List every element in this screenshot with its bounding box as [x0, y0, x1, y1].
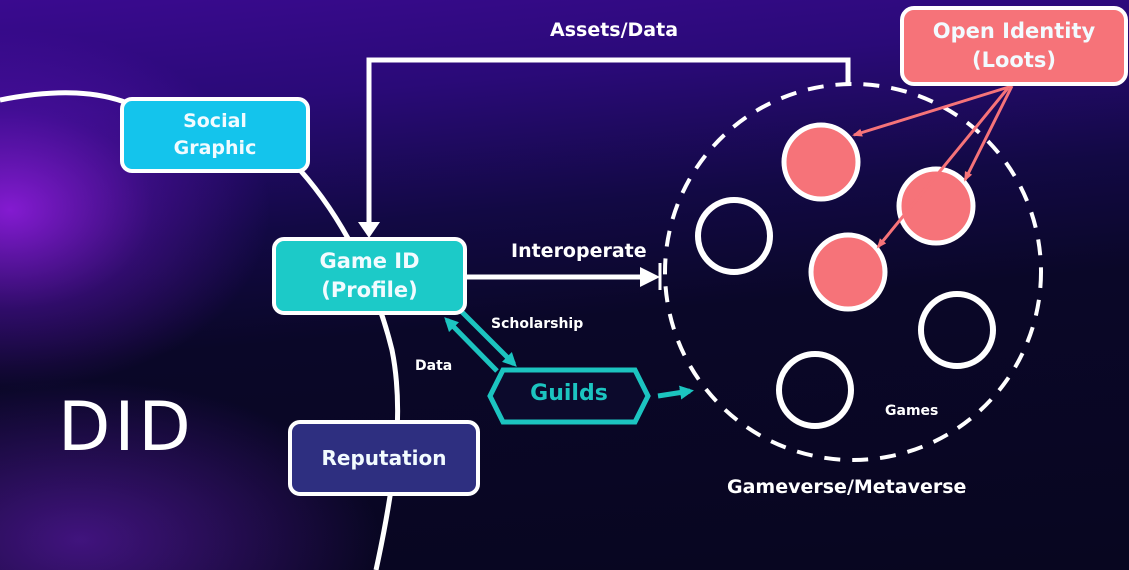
scholarship-arrow [460, 310, 517, 367]
data-arrow [444, 317, 499, 373]
game-id-line1: Game ID [319, 249, 420, 273]
interoperate-arrowhead [640, 267, 660, 287]
game-id-node: Game ID (Profile) [272, 237, 467, 315]
games-label: Games [885, 403, 939, 419]
assets-data-arrowhead [358, 222, 380, 238]
social-graphic-line2: Graphic [173, 137, 257, 159]
game-circle-pink-1 [781, 122, 861, 202]
social-graphic-line1: Social [183, 110, 247, 132]
gameverse-label: Gameverse/Metaverse [727, 476, 967, 498]
guilds-to-gameverse-arrow [657, 385, 694, 400]
open-identity-line1: Open Identity [932, 19, 1096, 43]
assets-data-label: Assets/Data [550, 19, 679, 41]
game-id-line2: (Profile) [321, 278, 418, 302]
gameverse-circle [663, 82, 1043, 462]
open-identity-line2: (Loots) [972, 48, 1056, 72]
guilds-label: Guilds [530, 381, 608, 406]
loot-arrow-1 [852, 84, 1013, 137]
interoperate-label: Interoperate [511, 240, 647, 262]
reputation-node: Reputation [288, 420, 480, 496]
open-identity-node: Open Identity (Loots) [900, 6, 1128, 86]
loot-arrow-2 [963, 85, 1014, 182]
game-circle-3 [776, 351, 854, 429]
game-circle-pink-2 [896, 166, 976, 246]
guilds-node-shape [487, 367, 651, 425]
did-title: DID [58, 388, 195, 467]
loot-arrow-3 [876, 87, 1010, 249]
reputation-label: Reputation [321, 446, 447, 470]
game-circle-2 [918, 291, 996, 369]
social-graphic-node: Social Graphic [120, 97, 310, 173]
game-circle-pink-3 [808, 232, 888, 312]
game-circle-1 [695, 197, 773, 275]
data-label: Data [415, 358, 453, 374]
assets-data-connector [366, 57, 851, 226]
scholarship-label: Scholarship [491, 316, 584, 332]
